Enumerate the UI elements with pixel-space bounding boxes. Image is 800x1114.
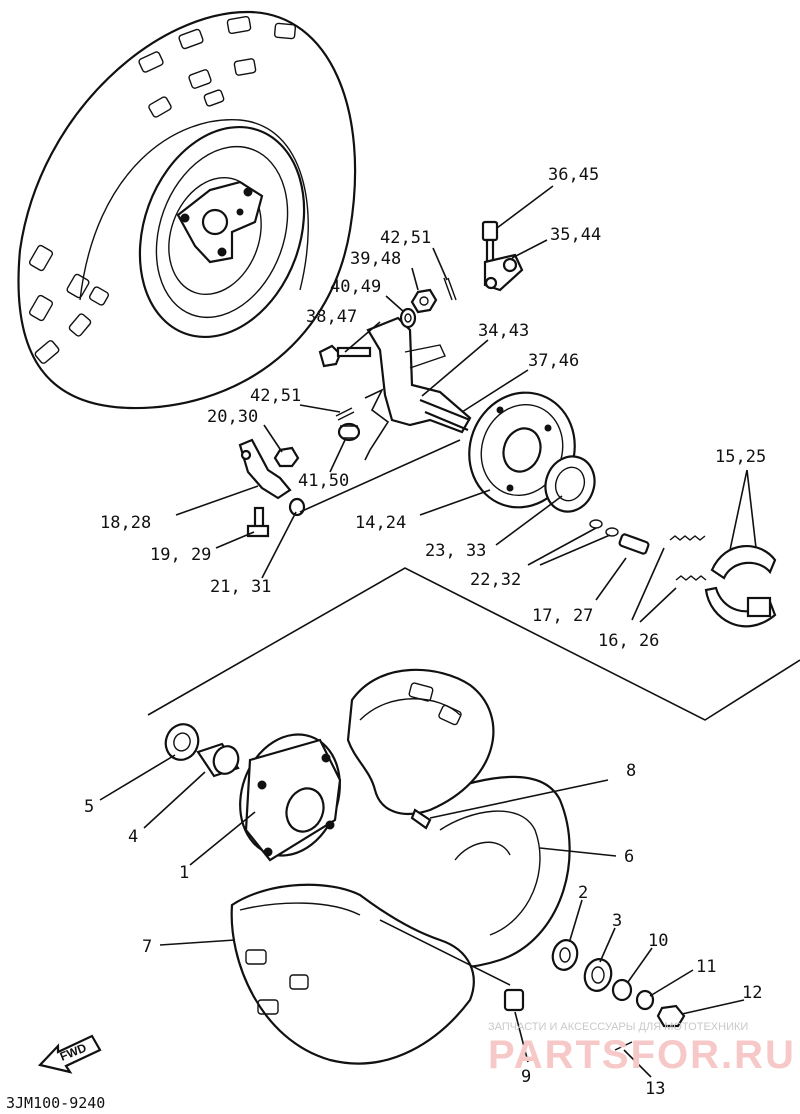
watermark: ЗАПЧАСТИ И АКСЕССУАРЫ ДЛЯ МОТОТЕХНИКИ PA… [488, 1021, 796, 1077]
label-40-49: 40,49 [330, 277, 381, 297]
label-19-29: 19, 29 [150, 545, 211, 565]
cap-9 [503, 988, 525, 1012]
label-2: 2 [578, 883, 588, 903]
label-21-31: 21, 31 [210, 577, 271, 597]
label-11: 11 [696, 957, 716, 977]
rim-half-7 [230, 682, 475, 1065]
pin-13 [614, 1041, 633, 1051]
nut-39 [410, 288, 438, 314]
nut-41 [337, 422, 361, 442]
bolt-19 [246, 506, 270, 538]
label-38-47: 38,47 [306, 307, 357, 327]
label-41-50: 41,50 [298, 471, 349, 491]
label-3: 3 [612, 911, 622, 931]
label-6: 6 [624, 847, 634, 867]
label-8: 8 [626, 761, 636, 781]
arm-35 [483, 253, 524, 292]
label-14-24: 14,24 [355, 513, 406, 533]
seal-23 [544, 455, 596, 513]
hub-1 [239, 733, 342, 862]
cam-17 [618, 533, 650, 555]
label-12: 12 [742, 983, 762, 1003]
label-16-26: 16, 26 [598, 631, 659, 651]
label-9: 9 [521, 1067, 531, 1087]
label-7: 7 [142, 937, 152, 957]
label-17-27: 17, 27 [532, 606, 593, 626]
collar-10 [611, 978, 633, 1002]
o-ring-22 [589, 519, 619, 537]
label-22-32: 22,32 [470, 570, 521, 590]
nut-12 [656, 1004, 686, 1028]
watermark-tagline: ЗАПЧАСТИ И АКСЕССУАРЫ ДЛЯ МОТОТЕХНИКИ [488, 1021, 748, 1033]
spacer-4 [196, 742, 240, 778]
label-4: 4 [128, 827, 138, 847]
label-37-46: 37,46 [528, 351, 579, 371]
part-labels: 36,45 35,44 42,51 39,48 40,49 38,47 34,4… [84, 165, 766, 1099]
washer-11 [635, 989, 655, 1011]
label-20-30: 20,30 [207, 407, 258, 427]
assembled-wheel [17, 10, 357, 410]
nut-20 [273, 446, 300, 468]
label-42-51-top: 42,51 [380, 228, 431, 248]
watermark-brand: PARTSFOR.RU [488, 1033, 796, 1077]
label-34-43: 34,43 [478, 321, 529, 341]
label-39-48: 39,48 [350, 249, 401, 269]
bearing-2 [551, 939, 579, 971]
label-13: 13 [645, 1079, 665, 1099]
bolt-38 [318, 344, 372, 368]
label-15-25: 15,25 [715, 447, 766, 467]
brake-shoes-15 [704, 545, 777, 628]
label-5: 5 [84, 797, 94, 817]
label-42-51-mid: 42,51 [250, 386, 301, 406]
washer-21 [288, 497, 306, 517]
label-35-44: 35,44 [550, 225, 601, 245]
label-18-28: 18,28 [100, 513, 151, 533]
cotter-pin-42-top [443, 277, 457, 301]
bracket-18 [238, 438, 292, 500]
fwd-arrow: FWD [37, 1034, 102, 1074]
cotter-pin-42-mid [335, 407, 355, 421]
washer-40 [399, 307, 417, 329]
label-23-33: 23, 33 [425, 541, 486, 561]
diagram-code: 3JM100-9240 [6, 1094, 105, 1112]
valve-8 [410, 808, 432, 830]
springs-16 [669, 535, 707, 581]
seal-3 [583, 958, 613, 992]
label-36-45: 36,45 [548, 165, 599, 185]
steering-knuckle [366, 316, 472, 434]
label-1: 1 [179, 863, 189, 883]
label-10: 10 [648, 931, 668, 951]
bearing-5 [164, 723, 200, 761]
rim-half-outer [346, 668, 495, 815]
leader-lines [99, 185, 757, 1078]
